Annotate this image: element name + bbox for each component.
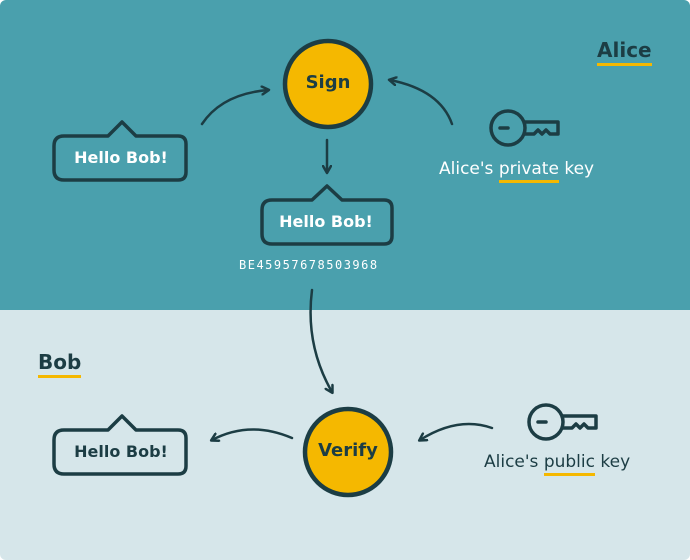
public-key-label-post: key [594,452,631,472]
bob-label-text: Bob [38,350,82,378]
alice-label-text: Alice [597,38,652,66]
alice-message-text: Hello Bob! [74,148,168,167]
alice-signed-message-text: Hello Bob! [279,212,373,231]
bob-message-box [52,414,188,476]
bob-message-text: Hello Bob! [74,442,168,461]
public-key-icon [527,403,598,441]
alice-label: Alice [597,38,652,66]
alice-message-box [52,120,188,182]
verify-circle [302,406,394,498]
alice-signed-message-box [260,184,394,246]
arrow-key-to-verify [420,422,494,440]
public-key-label: Alice's public key [484,452,631,476]
arrow-key-to-sign [390,80,454,126]
sign-label: Sign [305,72,351,93]
arrow-message-to-sign [200,90,268,126]
arrow-verify-to-message [212,428,294,440]
bob-label: Bob [38,350,82,378]
private-key-label-post: key [558,159,595,179]
private-key-label-pre: Alice's [439,159,499,179]
private-key-label: Alice's private key [439,159,595,183]
public-key-label-pre: Alice's [484,452,544,472]
private-key-icon [489,109,560,147]
verify-label: Verify [318,440,378,461]
public-key-label-word: public [543,452,595,476]
signature-value: BE45957678503968 [239,258,379,272]
private-key-label-word: private [498,159,559,183]
sign-circle [282,38,374,130]
arrow-signed-to-verify [309,288,332,392]
